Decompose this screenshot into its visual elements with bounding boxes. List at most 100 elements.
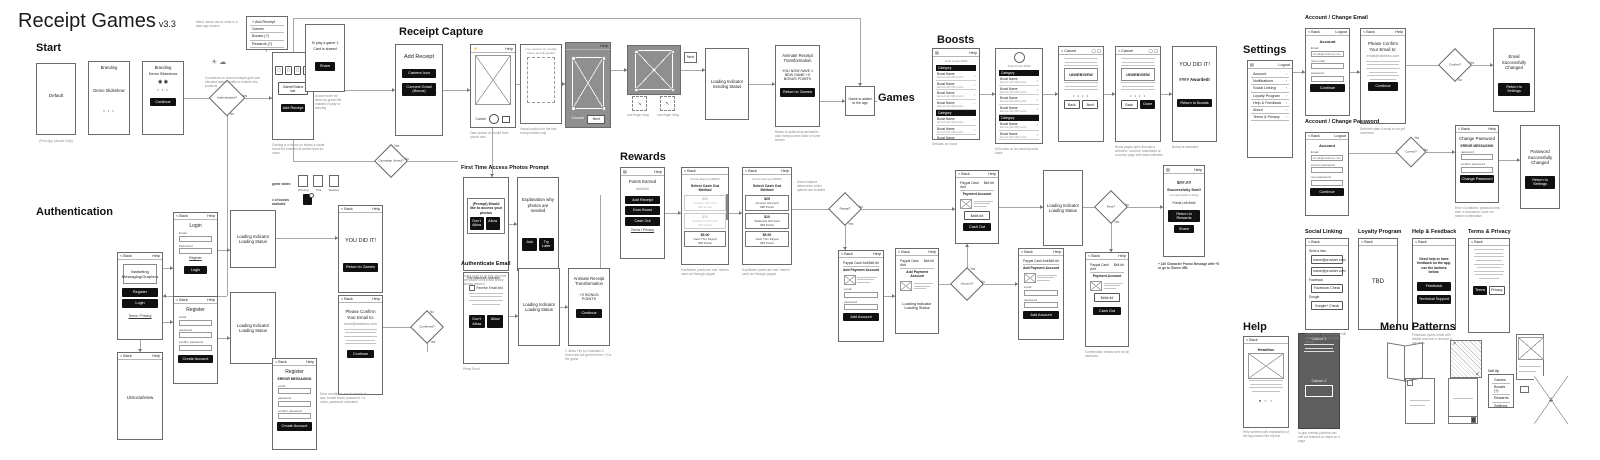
game-status-bar-button[interactable]: Game/Status bar — [278, 82, 308, 96]
continue-button[interactable]: Continue — [576, 309, 602, 318]
back-button[interactable]: ▤ — [1250, 63, 1254, 67]
try-later-button[interactable]: Try Later — [539, 238, 554, 251]
help-button[interactable]: Help — [988, 172, 996, 176]
help-button[interactable]: Help — [505, 46, 513, 51]
back-button[interactable]: Back — [1120, 100, 1138, 110]
create-account-button[interactable]: Create Account — [277, 422, 312, 431]
back-button[interactable]: < Back — [120, 254, 132, 258]
help-button[interactable]: Help — [1488, 127, 1496, 131]
menu-item-settings[interactable]: Settings — [1492, 403, 1510, 407]
feedback-button[interactable]: Feedback — [1417, 282, 1451, 291]
back-button[interactable]: < Back — [341, 297, 353, 301]
back-button[interactable]: < Back — [1088, 254, 1100, 258]
help-button[interactable]: Help — [781, 169, 789, 173]
back-button[interactable]: < Back — [120, 354, 132, 358]
email-input[interactable] — [277, 388, 312, 394]
help-button[interactable]: Help — [1053, 250, 1061, 254]
email-input[interactable] — [1023, 289, 1059, 296]
password-input[interactable] — [1023, 302, 1059, 309]
share-button[interactable]: Share — [1173, 224, 1195, 234]
confirm-password-input[interactable] — [277, 413, 312, 419]
help-button[interactable]: Logout — [1278, 62, 1290, 67]
change-password-button[interactable]: Change Password — [1460, 174, 1494, 184]
help-button[interactable]: Help — [873, 252, 881, 256]
back-button[interactable]: < Back — [176, 298, 188, 302]
menu-item-settings[interactable]: Settings — [250, 48, 284, 50]
help-button[interactable]: Help — [1395, 30, 1403, 34]
back-button[interactable]: < Back — [275, 360, 287, 364]
menu-item-loyalty-program[interactable]: Loyalty Program› — [1251, 93, 1289, 100]
menu-item-terms-privacy[interactable]: Terms & Privacy› — [1251, 114, 1289, 122]
checkbox-row[interactable]: Receive Email ### — [468, 285, 503, 292]
help-button[interactable]: Help — [654, 169, 662, 174]
back-button[interactable]: < Back — [176, 214, 188, 218]
x-button[interactable]: $###.## — [964, 211, 990, 221]
email-input[interactable]: email@address.com — [1310, 154, 1344, 161]
new-password-input[interactable] — [1310, 179, 1344, 186]
back-button[interactable]: < Back — [1308, 240, 1320, 244]
cash-out-button[interactable]: Cash Out — [625, 217, 660, 226]
return-to-settings-button[interactable]: Return to Settings — [1524, 175, 1556, 189]
menu-item-account[interactable]: Account› — [1251, 71, 1289, 79]
continue-button[interactable]: Continue — [150, 97, 176, 106]
password-input[interactable] — [843, 304, 879, 311]
login-button[interactable]: Login — [184, 265, 207, 274]
return-to-boosts-button[interactable]: Return to Boosts — [1177, 98, 1212, 108]
menu-item-notifications[interactable]: Notifications› — [1251, 78, 1289, 86]
menu-item-add-receipt[interactable]: + Add Receipt — [250, 19, 284, 27]
share-button[interactable]: Share — [315, 62, 335, 71]
menu-item-rewards[interactable]: Rewards (?) — [250, 41, 284, 48]
register-button[interactable]: Register — [122, 288, 158, 297]
terms-button[interactable]: Terms — [1473, 285, 1487, 295]
help-button[interactable]: Help — [306, 360, 314, 364]
allow-button[interactable]: Allow — [487, 315, 504, 329]
create-account-button[interactable]: Create Account — [178, 355, 213, 364]
camera-icon-button[interactable]: Camera Icon — [401, 69, 437, 78]
return-to-settings-button[interactable]: Return to Settings — [1498, 82, 1530, 96]
help-button[interactable]: Logout — [1335, 30, 1347, 34]
password-input[interactable] — [1310, 75, 1345, 82]
crop-handle[interactable] — [601, 106, 607, 111]
back-button[interactable]: < Back — [958, 172, 970, 176]
email-input[interactable] — [178, 319, 213, 326]
menu-item-rewards[interactable]: Rewards — [1492, 395, 1510, 403]
password-input[interactable] — [178, 248, 213, 255]
back-button[interactable]: ▤ — [623, 170, 627, 174]
help-button[interactable]: Help — [372, 207, 380, 211]
help-button[interactable]: Help — [152, 254, 160, 258]
menu-item-boosts[interactable]: Boosts (?) — [1492, 384, 1510, 396]
scrollbar[interactable] — [726, 194, 728, 220]
menu-item-games[interactable]: Games — [1492, 377, 1510, 385]
help-button[interactable]: Help — [1194, 167, 1202, 172]
add-account-button[interactable]: Add Account — [843, 312, 879, 321]
help-button[interactable]: ◯ ◯ — [1091, 49, 1101, 53]
crop-handle[interactable] — [634, 49, 639, 54]
name-provider-com-button[interactable]: name@provider.com — [1311, 266, 1346, 276]
ask-button[interactable]: Ask — [522, 238, 537, 251]
new-email-input[interactable] — [1310, 63, 1345, 69]
current-password-input[interactable] — [1310, 167, 1344, 173]
crop-handle[interactable] — [601, 56, 607, 61]
email-input[interactable] — [178, 235, 213, 242]
menu-item-games[interactable]: Games — [250, 26, 284, 34]
x-button[interactable]: ▢ — [275, 65, 283, 75]
x-button[interactable]: $###.## — [1094, 293, 1120, 303]
email-input[interactable] — [843, 291, 879, 298]
back-button[interactable]: < Cancel — [1061, 48, 1077, 53]
help-button[interactable]: ◯ ◯ — [1148, 49, 1158, 53]
return-to-games-button[interactable]: Return to Games — [343, 263, 378, 272]
password-input[interactable] — [1460, 154, 1494, 161]
